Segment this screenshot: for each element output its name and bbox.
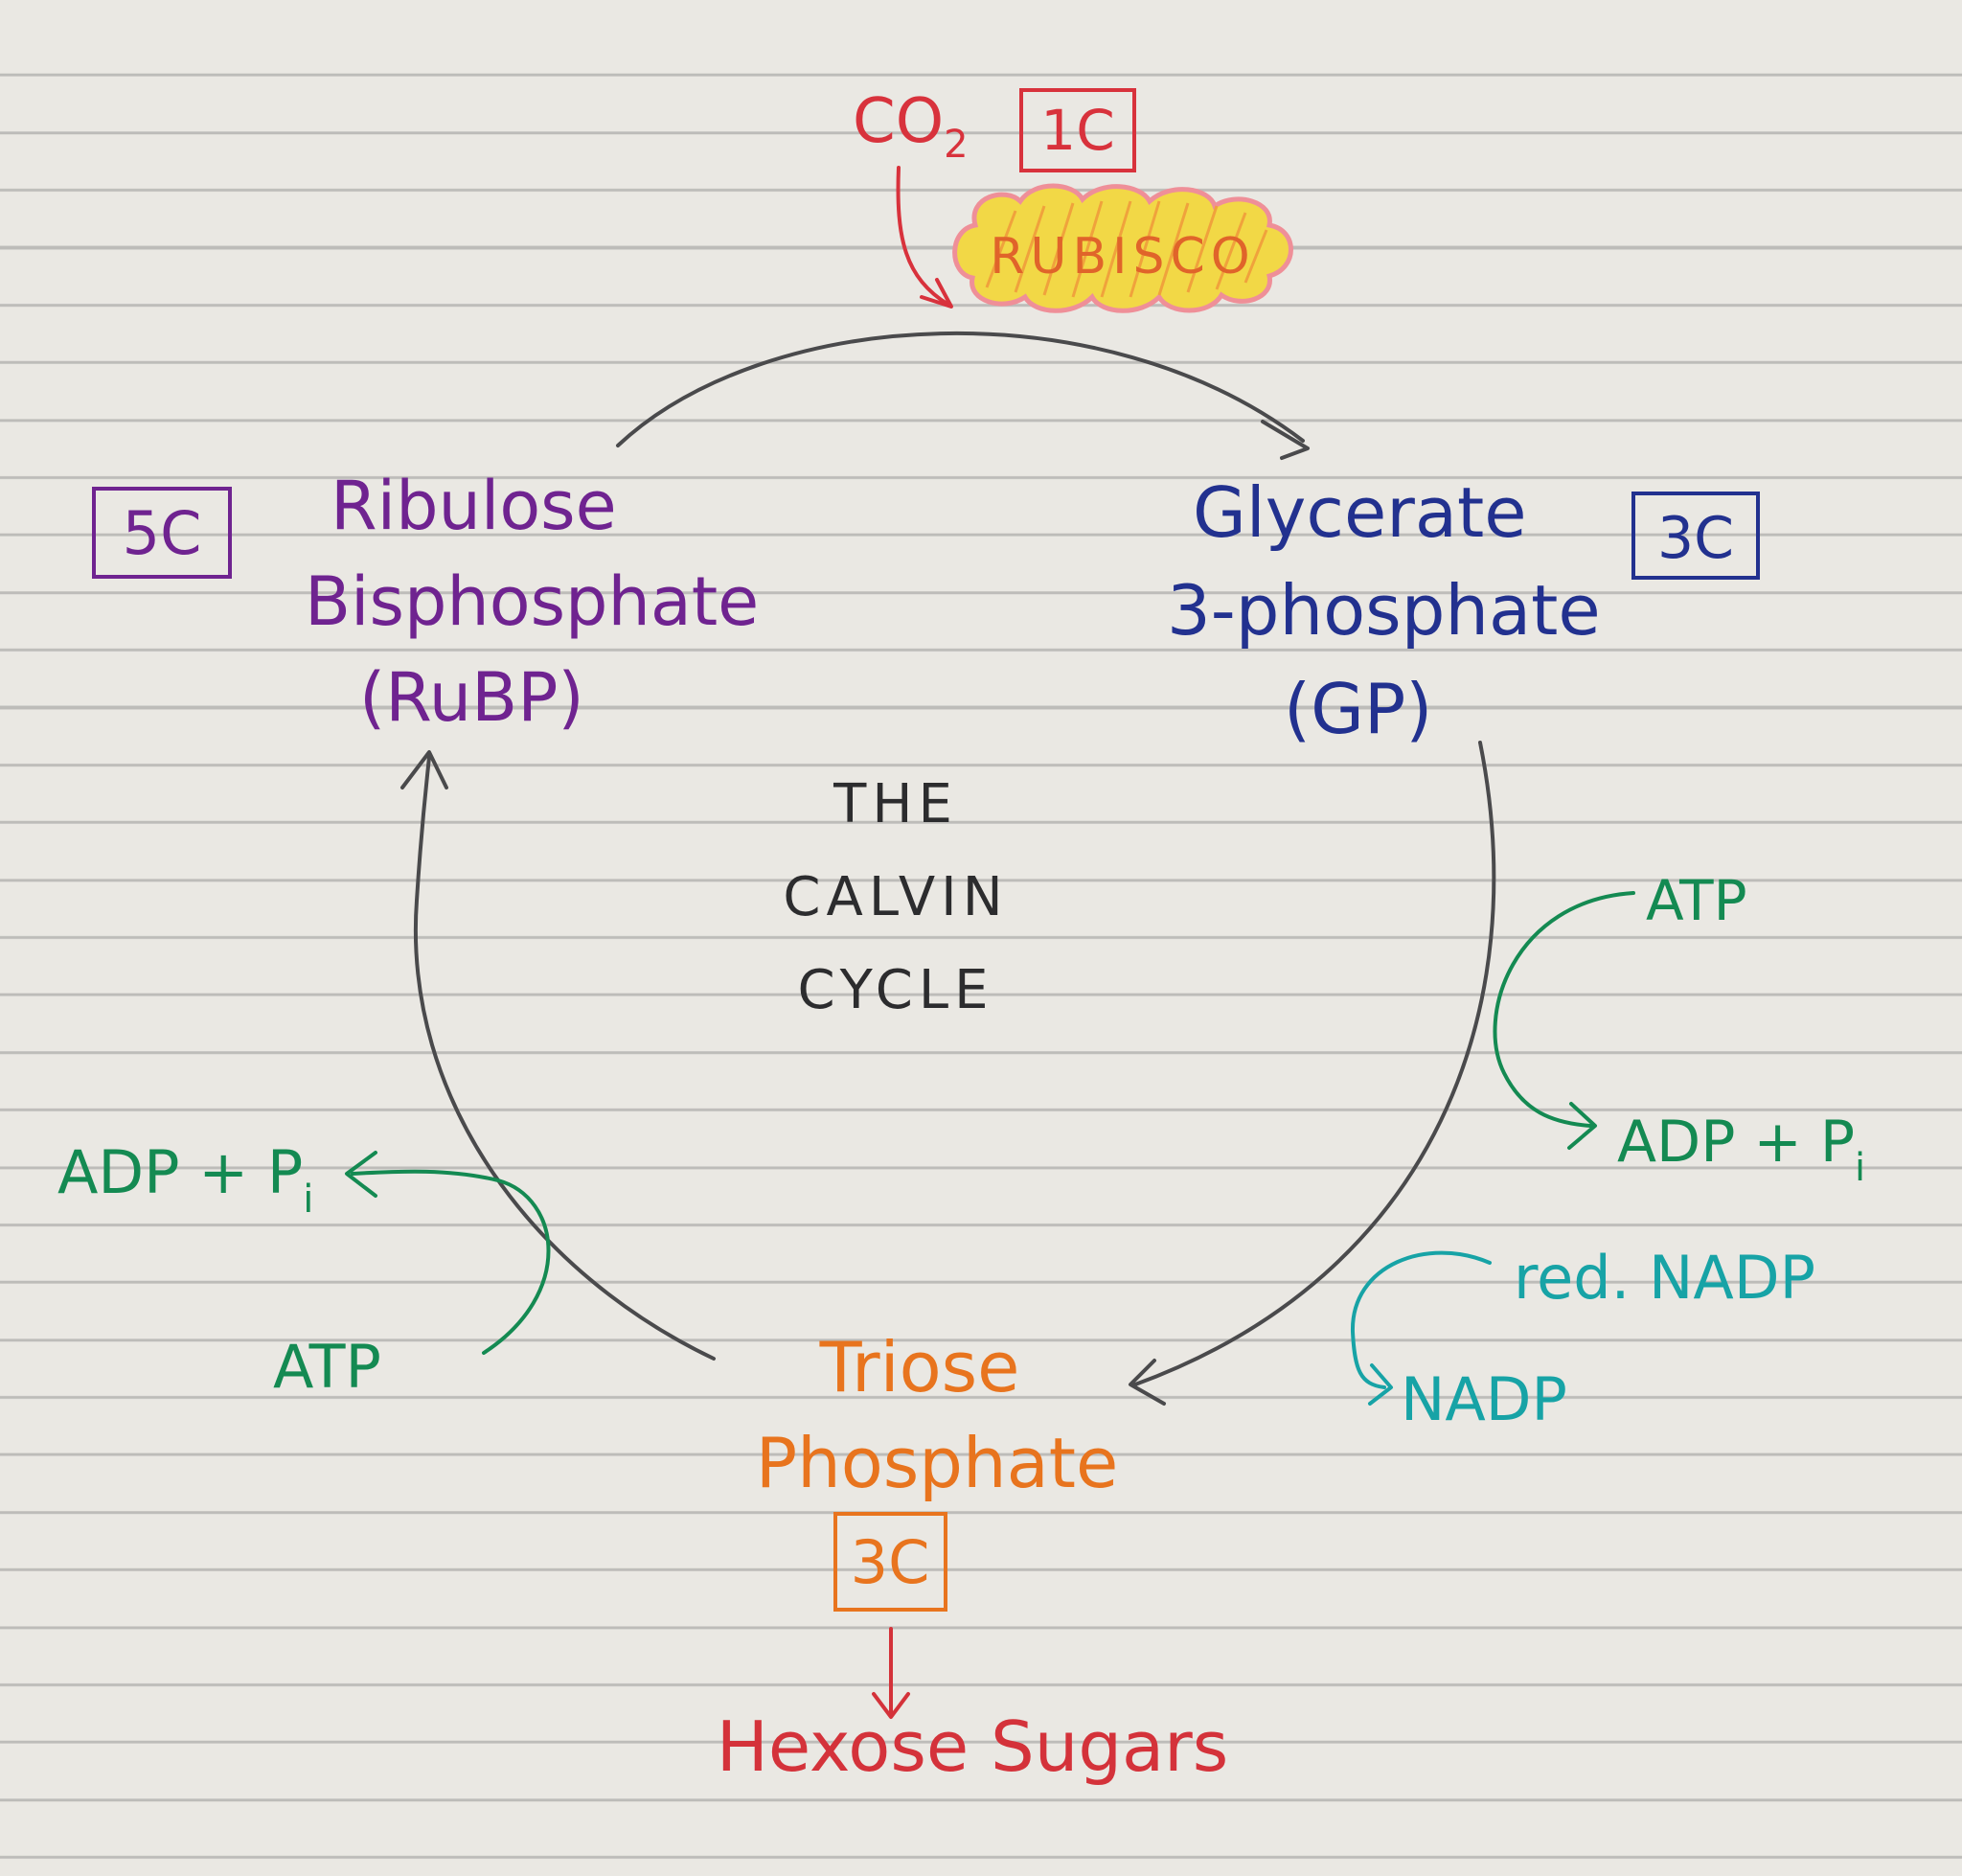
red-nadp-label: red. NADP <box>1514 1243 1815 1313</box>
left-atp-label: ATP <box>273 1332 381 1402</box>
gp-abbreviation: (GP) <box>1284 669 1432 749</box>
gp-atp-usage: ATP ADP + Pi <box>1493 868 1865 1190</box>
gp-carbon-box <box>1631 492 1760 580</box>
rubp-carbon-count: 5C <box>123 498 202 568</box>
rubp-name-line2: Bisphosphate <box>305 562 759 641</box>
tp-name-line2: Phosphate <box>756 1423 1119 1503</box>
right-adp-label: ADP + Pi <box>1617 1109 1865 1190</box>
diagram-title: THE CALVIN CYCLE <box>783 773 1008 1021</box>
hexose-output: Hexose Sugars <box>717 1627 1229 1787</box>
rubisco-label: RUBISCO <box>990 228 1255 286</box>
co2-arrowhead <box>920 278 953 309</box>
title-line2: CALVIN <box>783 866 1008 928</box>
rubp-carbon-box <box>92 487 232 579</box>
hexose-label: Hexose Sugars <box>717 1706 1229 1787</box>
hexose-arrowhead <box>872 1692 910 1719</box>
arrowhead-gp <box>1261 420 1310 460</box>
gp-nadp-usage: red. NADP NADP <box>1350 1243 1815 1434</box>
right-atp-arrow <box>1493 891 1635 1128</box>
tp-compound: Triose Phosphate 3C <box>756 1327 1119 1612</box>
arrow-gp-to-tp <box>1133 741 1496 1386</box>
cycle-arrows <box>400 331 1496 1406</box>
rubisco-cloud <box>952 183 1293 313</box>
co2-arrow <box>896 166 950 307</box>
right-atp-arrowhead <box>1567 1102 1597 1150</box>
rubp-compound: 5C Ribulose Bisphosphate (RuBP) <box>92 467 759 737</box>
left-atp-arrowhead <box>345 1151 377 1198</box>
left-atp-arrow <box>351 1169 551 1355</box>
right-atp-label: ATP <box>1646 868 1747 933</box>
nadp-arrow <box>1350 1250 1492 1389</box>
rubp-name-line1: Ribulose <box>331 467 617 545</box>
gp-name-line1: Glycerate <box>1193 472 1527 553</box>
title-line3: CYCLE <box>798 959 994 1021</box>
tp-carbon-count: 3C <box>851 1527 930 1597</box>
gp-compound: Glycerate 3-phosphate (GP) 3C <box>1167 472 1760 749</box>
arrowhead-rubp <box>400 750 448 789</box>
tp-name-line1: Triose <box>819 1327 1020 1407</box>
rubp-atp-usage: ADP + Pi ATP <box>57 1137 551 1402</box>
arrow-tp-to-rubp <box>413 755 716 1361</box>
co2-carbon-box <box>1019 88 1136 172</box>
nadp-arrowhead <box>1368 1363 1393 1406</box>
arrowhead-tp <box>1129 1359 1166 1406</box>
co2-label: CO2 <box>853 86 969 167</box>
nadp-label: NADP <box>1401 1364 1567 1434</box>
rubisco-enzyme: RUBISCO <box>952 183 1293 313</box>
co2-carbon-count: 1C <box>1040 98 1114 163</box>
co2-input: CO2 1C <box>853 86 1136 309</box>
arrow-rubp-to-gp <box>616 331 1305 447</box>
gp-carbon-count: 3C <box>1657 505 1734 572</box>
rubisco-cloud-hatching <box>985 200 1268 298</box>
left-adp-label: ADP + Pi <box>57 1137 313 1222</box>
rubp-abbreviation: (RuBP) <box>359 658 584 737</box>
gp-name-line2: 3-phosphate <box>1167 570 1601 651</box>
tp-carbon-box <box>833 1512 947 1612</box>
title-line1: THE <box>833 773 958 835</box>
